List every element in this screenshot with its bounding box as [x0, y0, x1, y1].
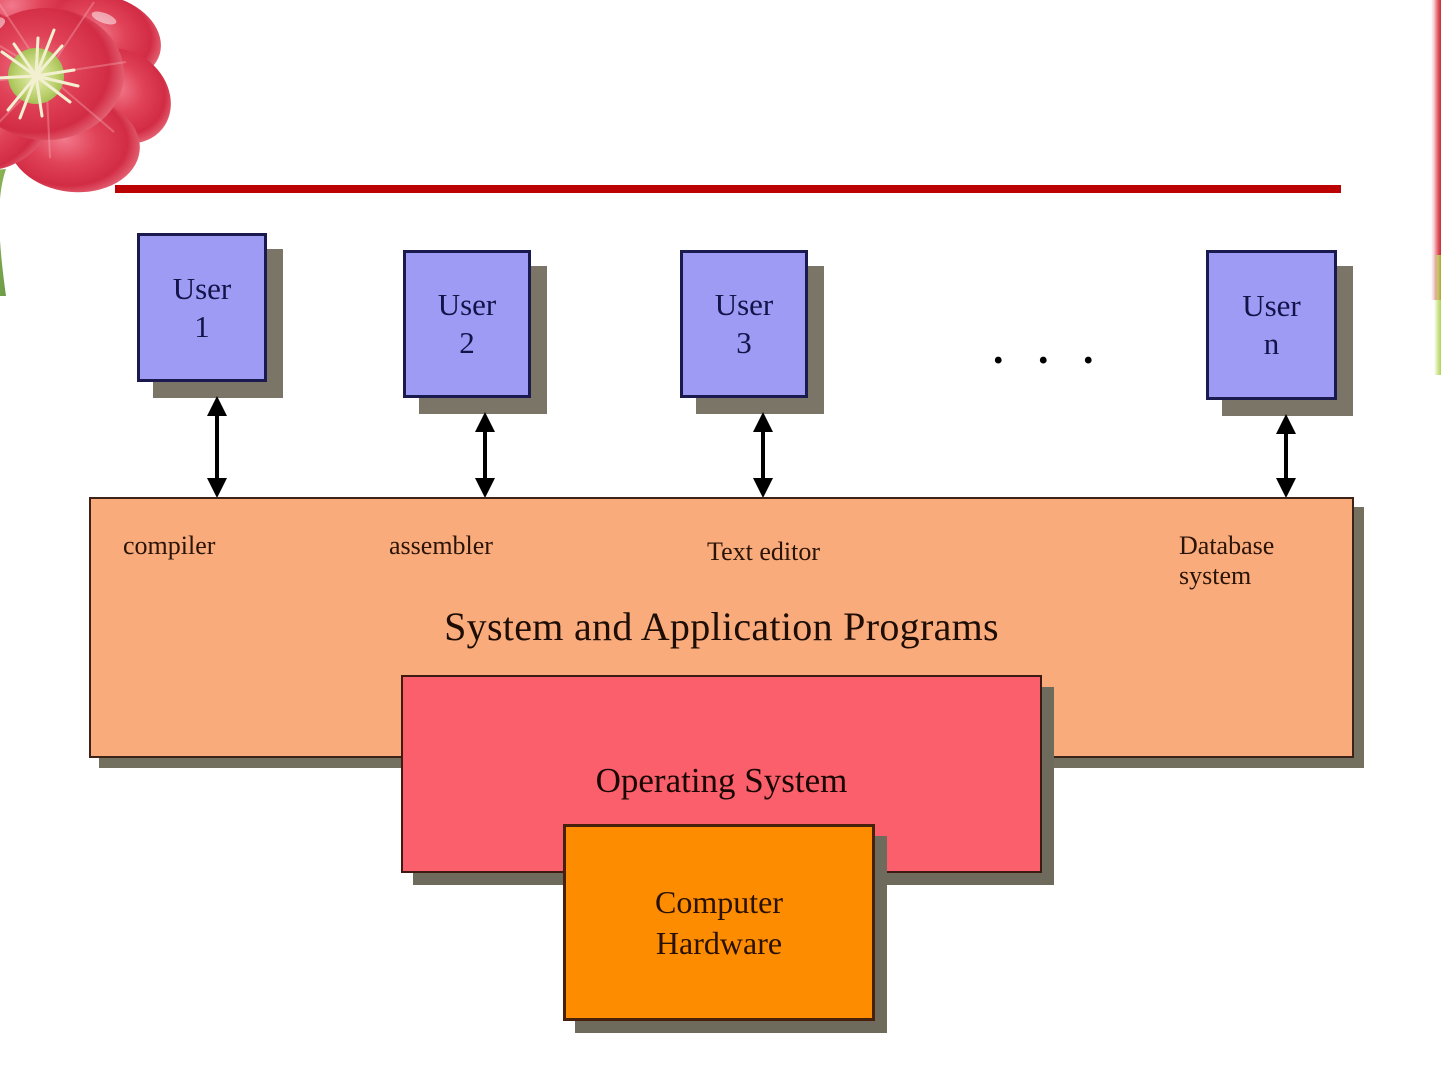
computer-hardware-face: Computer Hardware: [563, 824, 875, 1021]
user-box-n[interactable]: User n: [1206, 250, 1353, 416]
hardware-line2: Hardware: [655, 924, 783, 961]
user-box-3-face: User 3: [680, 250, 808, 398]
user-box-n-label: User n: [1242, 288, 1301, 361]
arrow-usern-to-programs: [1273, 414, 1299, 498]
computer-hardware-label: Computer Hardware: [655, 882, 783, 963]
label-database-system-line2: system: [1179, 560, 1252, 590]
label-text-editor: Text editor: [707, 537, 820, 566]
arrow-user3-to-programs: [750, 412, 776, 498]
user-box-1-face: User 1: [137, 233, 267, 382]
label-assembler: assembler: [389, 531, 493, 560]
right-edge-stem-sliver: [1434, 255, 1441, 375]
computer-hardware-box[interactable]: Computer Hardware: [563, 824, 887, 1033]
operating-system-title: Operating System: [595, 761, 848, 800]
arrow-user1-to-programs: [204, 396, 230, 498]
label-database-system-line1: Database: [1179, 531, 1275, 560]
user-box-3-label: User 3: [714, 287, 774, 360]
user-box-1[interactable]: User 1: [137, 233, 283, 398]
arrow-user2-to-programs: [472, 412, 498, 498]
user-box-1-label: User 1: [172, 270, 232, 344]
app-band-title: System and Application Programs: [444, 604, 999, 649]
user-box-2-label: User 2: [437, 287, 497, 360]
title-divider-rule: [115, 185, 1341, 193]
users-ellipsis: . . .: [993, 327, 1106, 373]
user-box-n-face: User n: [1206, 250, 1337, 400]
user-box-2-face: User 2: [403, 250, 531, 398]
right-edge-flower-sliver: [1431, 0, 1441, 300]
user-box-3[interactable]: User 3: [680, 250, 824, 414]
user-box-2[interactable]: User 2: [403, 250, 547, 414]
label-database-system: Database system: [1179, 531, 1274, 591]
hardware-line1: Computer: [655, 884, 783, 921]
label-compiler: compiler: [123, 531, 216, 560]
